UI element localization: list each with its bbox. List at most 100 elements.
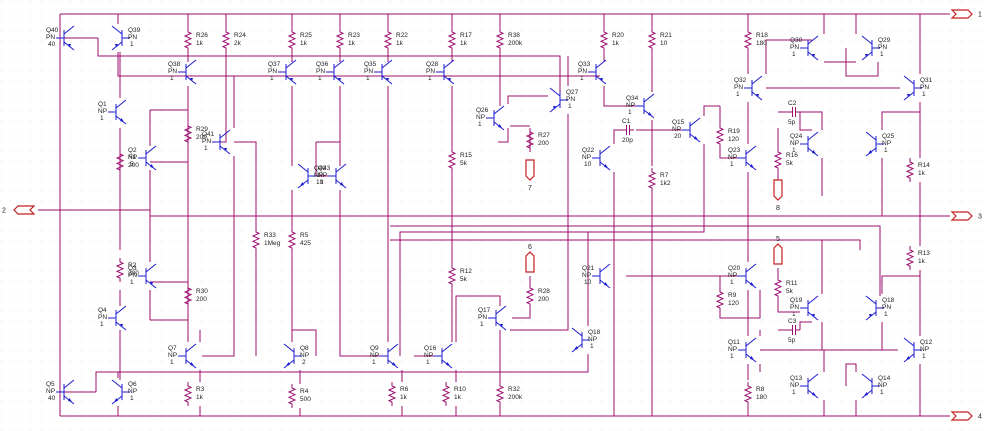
transistor-q25 xyxy=(865,131,884,157)
resistor-name: R28 xyxy=(538,288,550,295)
port-symbol xyxy=(773,243,783,265)
transistor-type: NP xyxy=(128,388,137,395)
resistor-r25 xyxy=(287,28,297,52)
resistor-r2 xyxy=(115,258,125,282)
resistor-value: 5k xyxy=(786,160,794,167)
port-symbol xyxy=(950,9,973,19)
transistor-q17 xyxy=(488,305,507,331)
resistor-name: R22 xyxy=(396,32,408,39)
port-symbol xyxy=(950,411,973,421)
resistor-name: R26 xyxy=(196,32,208,39)
resistor-value: 1k xyxy=(300,40,308,47)
capacitor-c1 xyxy=(622,125,634,135)
transistor-area: 1 xyxy=(270,75,274,82)
port-label: 4 xyxy=(978,414,982,421)
transistor-type: NP xyxy=(98,108,107,115)
transistor-area: 1 xyxy=(580,75,584,82)
q18-link xyxy=(95,232,589,392)
transistor-q18 xyxy=(571,327,590,353)
capacitor-c3 xyxy=(788,325,800,335)
transistor-name: Q21 xyxy=(582,265,595,272)
transistor-type: NP xyxy=(920,346,929,353)
resistor-name: R25 xyxy=(300,32,312,39)
resistor-r18 xyxy=(743,28,753,52)
resistor-r24 xyxy=(221,28,231,52)
transistor-type: PN xyxy=(426,68,435,75)
resistor-name: R19 xyxy=(728,128,740,135)
transistor-type: PN xyxy=(128,34,137,41)
resistor-value: 1k xyxy=(918,170,926,177)
transistor-type: NP xyxy=(728,154,737,161)
resistor-name: R10 xyxy=(454,386,466,393)
q15-column xyxy=(399,105,720,356)
capacitor-name: C1 xyxy=(622,118,631,125)
q13-q14-link xyxy=(823,350,857,416)
transistor-name: Q18 xyxy=(588,329,601,336)
transistor-type: NP xyxy=(314,172,323,179)
lower-right-bus xyxy=(390,225,881,296)
transistor-type: PN xyxy=(202,138,211,145)
transistor-q28 xyxy=(436,59,455,85)
resistor-name: R12 xyxy=(460,268,472,275)
transistor-area: 1 xyxy=(628,109,632,116)
transistor-type: NP xyxy=(476,114,485,121)
port-4: 4 xyxy=(950,411,982,421)
resistor-name: R30 xyxy=(196,288,208,295)
q30-q29-link xyxy=(823,14,879,77)
resistor-r4 xyxy=(287,384,297,408)
transistor-area: 1 xyxy=(428,75,432,82)
r11-link xyxy=(777,268,800,313)
transistor-q23 xyxy=(738,145,757,171)
transistor-type: NP xyxy=(128,154,137,161)
transistor-name: Q43 xyxy=(318,165,331,172)
transistor-name: Q37 xyxy=(268,61,281,68)
transistor-name: Q7 xyxy=(168,345,177,352)
transistor-q33 xyxy=(588,59,607,85)
resistor-name: R14 xyxy=(918,162,930,169)
resistor-name: R21 xyxy=(660,32,672,39)
component-labels: Q40PN40Q39PN1Q38PN1Q37PN1Q36PN1Q35PN1Q28… xyxy=(46,27,933,403)
transistor-name: Q23 xyxy=(728,147,741,154)
resistor-r22 xyxy=(383,28,393,52)
port-label: 2 xyxy=(2,208,6,215)
transistor-type: NP xyxy=(588,336,597,343)
transistor-area: 1 xyxy=(730,161,734,168)
port-label: 3 xyxy=(978,214,982,221)
port-symbol xyxy=(773,179,783,201)
transistor-name: Q17 xyxy=(478,307,491,314)
resistor-value: 200k xyxy=(508,40,523,47)
resistor-name: R3 xyxy=(196,386,205,393)
resistor-r29 xyxy=(183,122,193,146)
transistor-area: 1 xyxy=(792,147,796,154)
resistor-name: R4 xyxy=(300,388,309,395)
transistor-area: 1 xyxy=(478,121,482,128)
wiring xyxy=(38,13,950,417)
transistor-area: 1 xyxy=(884,311,888,318)
resistor-name: R6 xyxy=(400,386,409,393)
capacitor-value: 5p xyxy=(788,119,796,126)
q24-column xyxy=(777,111,823,196)
transistor-area: 2 xyxy=(302,359,306,366)
resistor-value: 1k xyxy=(400,394,408,401)
resistor-r1 xyxy=(115,150,125,174)
transistor-q31 xyxy=(903,75,922,101)
resistor-r16 xyxy=(773,148,783,172)
